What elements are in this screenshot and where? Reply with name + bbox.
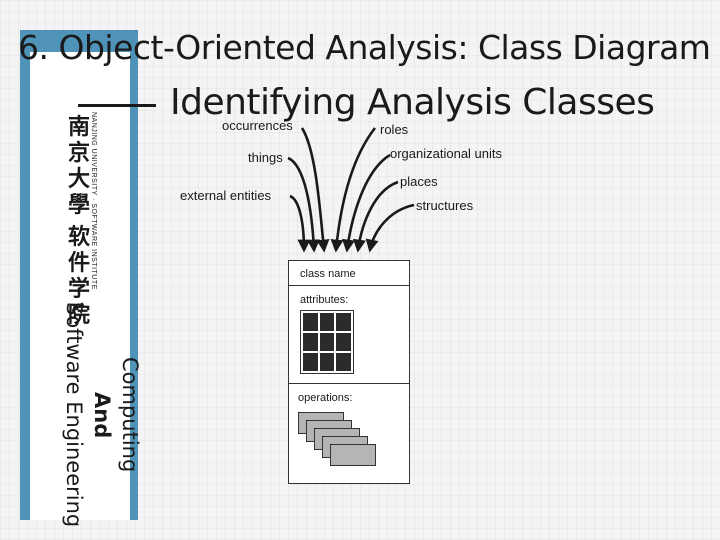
sidebar-banner: 南 京 大 學 软 件 学 院 NANJING UNIVERSITY · SOF… — [20, 30, 142, 527]
label-structures: structures — [416, 198, 474, 213]
school-name-glyph: 院 — [67, 302, 90, 328]
department-line-1: Computing — [118, 356, 142, 473]
university-logo-glyph: 大 — [67, 166, 90, 192]
attributes-divider — [289, 383, 409, 384]
department-line-3: Software Engineering — [62, 302, 86, 528]
title-dash-rule — [78, 104, 156, 107]
university-english-name: NANJING UNIVERSITY · SOFTWARE INSTITUTE — [90, 112, 97, 290]
class-name-divider — [289, 285, 409, 286]
university-logo-glyph: 南 — [67, 114, 90, 140]
sidebar-panel: 南 京 大 學 软 件 学 院 NANJING UNIVERSITY · SOF… — [30, 52, 142, 527]
operation-card — [330, 444, 376, 466]
label-roles: roles — [380, 122, 409, 137]
slide-title: 6. Object-Oriented Analysis: Class Diagr… — [18, 28, 711, 67]
attribute-cell — [303, 313, 318, 331]
school-name-glyph: 软 — [67, 224, 90, 250]
attributes-label: attributes: — [300, 294, 349, 306]
operations-label: operations: — [298, 392, 353, 404]
arrow-from-organizational-units — [342, 153, 391, 253]
attribute-cell — [319, 333, 335, 351]
label-places: places — [400, 174, 438, 189]
attribute-cell — [336, 313, 351, 331]
attribute-cell — [319, 353, 335, 371]
slide-subtitle: Identifying Analysis Classes — [170, 82, 655, 123]
attribute-cell — [336, 333, 351, 351]
arrow-from-occurrences — [300, 127, 330, 253]
department-line-2: And — [90, 391, 114, 438]
label-organizational-units: organizational units — [390, 146, 503, 161]
attribute-cell — [303, 353, 318, 371]
university-logo-glyph: 京 — [67, 140, 90, 166]
attribute-cell — [336, 353, 351, 371]
arrow-from-roles — [330, 127, 377, 253]
attribute-cell — [319, 313, 335, 331]
attribute-cell — [303, 333, 318, 351]
label-occurrences: occurrences — [222, 118, 293, 133]
arrow-from-places — [353, 180, 399, 253]
attributes-grid — [300, 310, 354, 374]
class-name-label: class name — [300, 268, 356, 280]
arrow-from-things — [287, 156, 320, 253]
arrow-from-structures — [365, 203, 415, 253]
school-name-glyph: 件 — [67, 250, 90, 276]
school-name-glyph: 学 — [67, 276, 90, 302]
label-external-entities: external entities — [180, 188, 272, 203]
department-name: Computing And Software Engineering — [60, 302, 144, 527]
label-things: things — [248, 150, 283, 165]
university-logo-glyph: 學 — [67, 192, 90, 218]
arrow-from-external-entities — [289, 194, 311, 253]
